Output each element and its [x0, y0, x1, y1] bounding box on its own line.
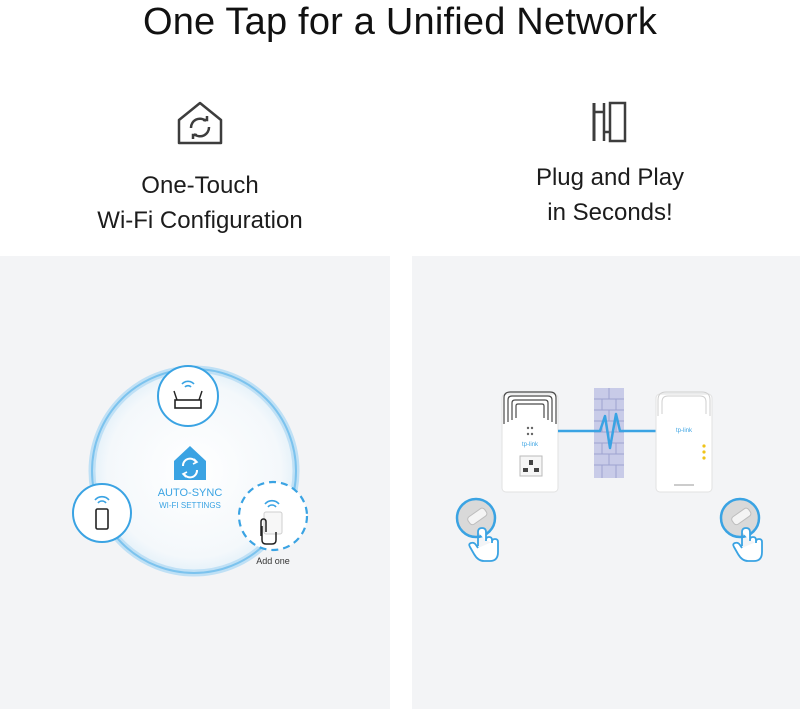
powerline-panel: tp-link [412, 256, 800, 709]
extender-node [72, 483, 132, 543]
pair-button-right[interactable] [719, 497, 761, 539]
brand-label: tp-link [676, 428, 693, 434]
feature-plug-play: Plug and Play in Seconds! [460, 100, 760, 230]
hand-pointer-icon [732, 527, 763, 562]
home-sync-icon [177, 101, 223, 145]
hand-pointer-icon [468, 527, 499, 562]
plug-icon [592, 101, 627, 143]
feature-one-touch: One-Touch Wi-Fi Configuration [60, 100, 340, 238]
powerline-adapter-right: tp-link [655, 391, 713, 493]
feature-line1: One-Touch [141, 172, 259, 199]
mesh-sync-diagram: AUTO-SYNC WI-FI SETTINGS Add one [72, 365, 309, 577]
powerline-diagram: tp-link [455, 388, 763, 562]
add-one-label: Add one [256, 556, 290, 566]
feature-line1: Plug and Play [535, 164, 685, 191]
auto-sync-label: AUTO-SYNC [158, 487, 223, 499]
brand-label: tp-link [522, 442, 539, 448]
router-node [157, 365, 219, 427]
page-title: One Tap for a Unified Network [142, 1, 658, 43]
brick-wall [594, 388, 624, 478]
feature-line2: Wi-Fi Configuration [97, 207, 303, 234]
pair-button-left[interactable] [455, 497, 497, 539]
powerline-adapter-left: tp-link [501, 391, 559, 493]
home-sync-badge [174, 446, 206, 480]
wifi-settings-label: WI-FI SETTINGS [159, 501, 221, 510]
feature-line2: in Seconds! [547, 199, 673, 226]
add-device-node[interactable] [237, 480, 309, 552]
mesh-sync-panel: AUTO-SYNC WI-FI SETTINGS Add one [0, 256, 390, 709]
